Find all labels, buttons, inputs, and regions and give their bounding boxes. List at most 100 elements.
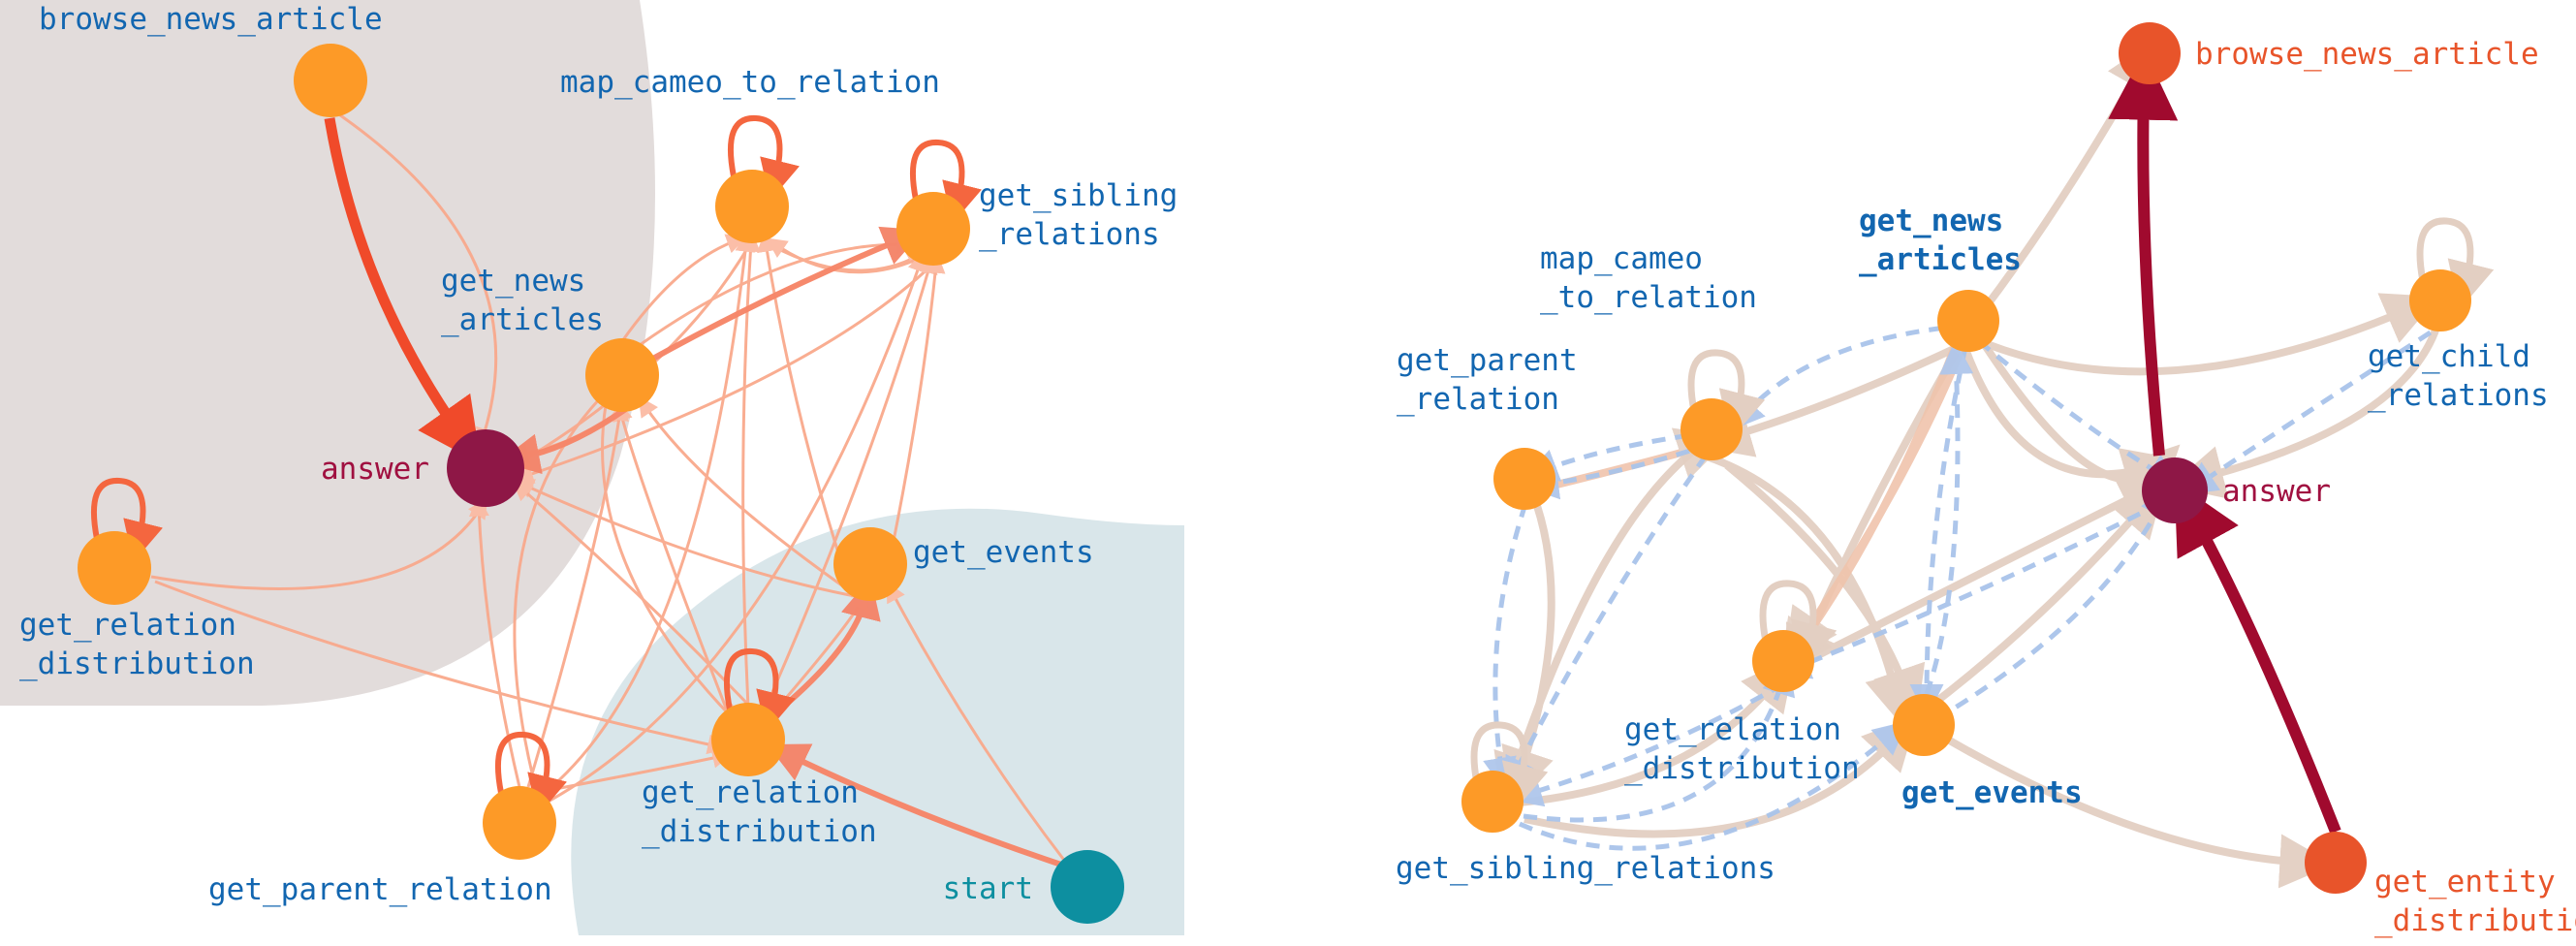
node-label-browse-news-article: browse_news_article xyxy=(39,2,383,37)
node-get-news-articles[interactable] xyxy=(1937,290,1999,352)
edge-dashed xyxy=(1507,681,1785,807)
node-label-get-news-articles: get_news_articles xyxy=(441,264,604,337)
edge xyxy=(638,395,854,595)
edge xyxy=(647,226,925,363)
edge xyxy=(1973,293,2438,376)
node-label-answer: answer xyxy=(321,452,429,487)
edge xyxy=(1702,452,1919,729)
edge xyxy=(513,262,935,484)
node-get-relation-distribution-center[interactable] xyxy=(711,703,785,776)
edge xyxy=(1789,476,2175,673)
node-label-get-relation-distribution: get_relation_distribution xyxy=(1624,712,1860,786)
edge xyxy=(1962,347,2179,501)
node-label-get-sibling-relations: get_sibling_relations xyxy=(979,178,1178,252)
self-loop xyxy=(1759,580,1838,671)
edge xyxy=(766,237,917,274)
edge xyxy=(613,399,729,711)
self-loop xyxy=(495,731,568,817)
node-label-get-parent-relation: get_parent_relation xyxy=(1397,343,1578,417)
edge xyxy=(1933,729,2335,889)
edge xyxy=(534,747,734,795)
self-loop xyxy=(1470,721,1549,812)
node-label-get-events: get_events xyxy=(913,535,1094,570)
edge xyxy=(1962,37,2159,336)
node-map-cameo-to-relation[interactable] xyxy=(1681,398,1743,460)
node-label-get-sibling-relations: get_sibling_relations xyxy=(1396,851,1775,886)
edge xyxy=(764,253,938,709)
node-get-child-relations[interactable] xyxy=(2409,269,2471,331)
node-answer[interactable] xyxy=(447,429,524,507)
node-group xyxy=(1461,22,2471,894)
edge xyxy=(330,107,498,449)
edge xyxy=(739,231,761,709)
self-loop xyxy=(1687,349,1766,440)
node-answer[interactable] xyxy=(2142,457,2208,523)
start-cluster-region xyxy=(571,508,1184,935)
edge xyxy=(2169,326,2440,499)
node-label-answer: answer xyxy=(2222,474,2331,509)
edge xyxy=(767,743,1065,868)
node-get-events[interactable] xyxy=(833,527,907,601)
self-loop xyxy=(2416,217,2495,310)
edge-strong-get-entity-to-answer xyxy=(2174,481,2341,835)
node-get-relation-distribution-left[interactable] xyxy=(78,531,151,605)
edge xyxy=(512,480,750,707)
node-label-browse-news-article: browse_news_article xyxy=(2195,37,2539,72)
node-get-events[interactable] xyxy=(1893,694,1955,756)
node-get-relation-distribution[interactable] xyxy=(1752,630,1814,692)
node-label-get-relation-distribution-center: get_relation_distribution xyxy=(642,775,877,849)
node-label-get-entity-distribution: get_entity_distribution xyxy=(2374,865,2576,938)
node-get-sibling-relations[interactable] xyxy=(896,192,970,266)
node-browse-news-article[interactable] xyxy=(294,44,367,117)
node-get-entity-distribution[interactable] xyxy=(2305,832,2367,894)
edge-dashed xyxy=(1483,503,1528,792)
node-label-get-parent-relation: get_parent_relation xyxy=(208,872,552,907)
edge xyxy=(1926,482,2166,711)
edge-dashed xyxy=(1924,340,1974,695)
edge-dashed xyxy=(2183,317,2452,495)
edge xyxy=(509,239,754,469)
right-graph-panel: browse_news_article get_news_articles ge… xyxy=(1396,22,2576,938)
left-graph-panel: browse_news_article map_cameo_to_relatio… xyxy=(0,0,1184,935)
node-label-map-cameo-to-relation: map_cameo_to_relation xyxy=(1540,241,1757,315)
edge-strong-browse-to-answer xyxy=(324,117,482,464)
self-loop xyxy=(724,647,797,734)
edge-dashed xyxy=(1934,484,2172,722)
edge xyxy=(513,479,871,601)
edge xyxy=(154,580,729,755)
edge xyxy=(150,497,488,590)
edge-dashed xyxy=(1523,660,1796,823)
node-get-parent-relation[interactable] xyxy=(1493,448,1555,510)
edge xyxy=(1778,342,1960,676)
self-loop xyxy=(728,114,800,202)
edge-strong-get-news-to-browse xyxy=(2108,49,2179,457)
edge-dashed xyxy=(1977,339,2182,487)
node-label-get-events: get_events xyxy=(1901,775,2083,810)
edge xyxy=(468,495,521,788)
node-label-map-cameo-to-relation: map_cameo_to_relation xyxy=(560,65,940,100)
node-label-get-relation-distribution-left: get_relation_distribution xyxy=(19,608,255,681)
self-loop xyxy=(910,139,983,225)
node-get-parent-relation[interactable] xyxy=(483,786,556,860)
edge xyxy=(1519,655,1796,806)
edge-dashed xyxy=(1775,511,2142,679)
edge xyxy=(601,404,739,726)
edge xyxy=(639,234,918,347)
edge xyxy=(1524,714,1918,838)
edge-dashed xyxy=(1518,720,1908,851)
self-loop xyxy=(91,477,164,563)
node-map-cameo-to-relation[interactable] xyxy=(715,170,789,243)
node-get-news-articles[interactable] xyxy=(585,338,659,412)
node-browse-news-article[interactable] xyxy=(2119,22,2181,84)
node-get-sibling-relations[interactable] xyxy=(1461,771,1524,833)
edge xyxy=(534,231,756,803)
edge xyxy=(1501,483,1555,804)
node-label-get-news-articles: get_news_articles xyxy=(1859,204,2022,277)
edge xyxy=(886,581,1068,864)
edge xyxy=(620,234,747,342)
node-start[interactable] xyxy=(1051,850,1124,924)
edge xyxy=(526,399,629,788)
edge xyxy=(542,251,927,806)
node-group xyxy=(78,44,1124,924)
